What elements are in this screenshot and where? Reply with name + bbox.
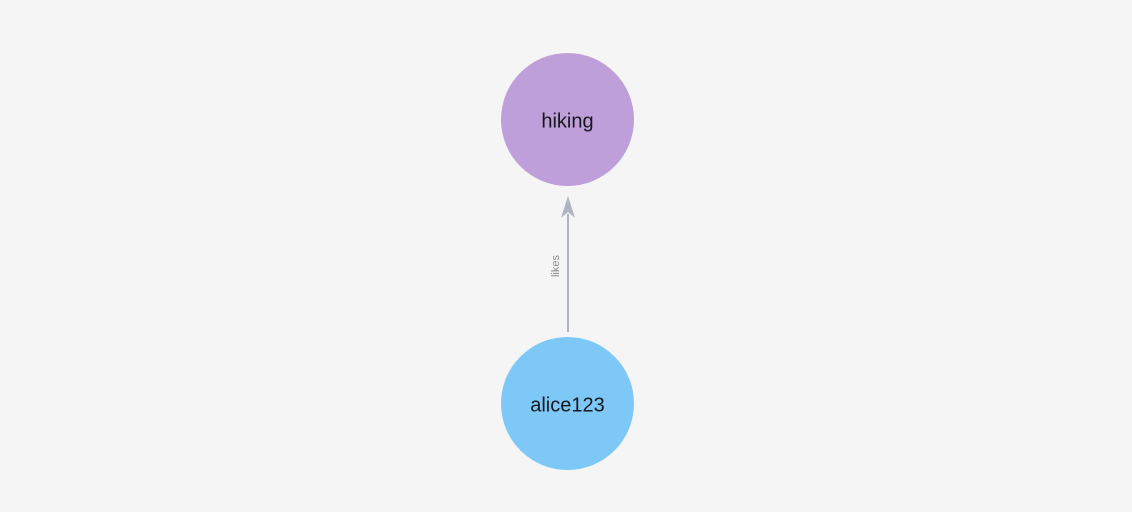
edge-label-likes: likes — [550, 255, 562, 278]
graph-edge-likes[interactable]: likes — [550, 196, 575, 332]
edge-arrowhead-icon — [561, 196, 575, 218]
node-label-hiking: hiking — [541, 110, 593, 132]
graph-node-hiking[interactable]: hiking — [501, 53, 634, 186]
node-label-alice123: alice123 — [530, 394, 605, 416]
node-circle-hiking — [501, 53, 634, 186]
graph-node-alice123[interactable]: alice123 — [501, 337, 634, 470]
node-circle-alice123 — [501, 337, 634, 470]
